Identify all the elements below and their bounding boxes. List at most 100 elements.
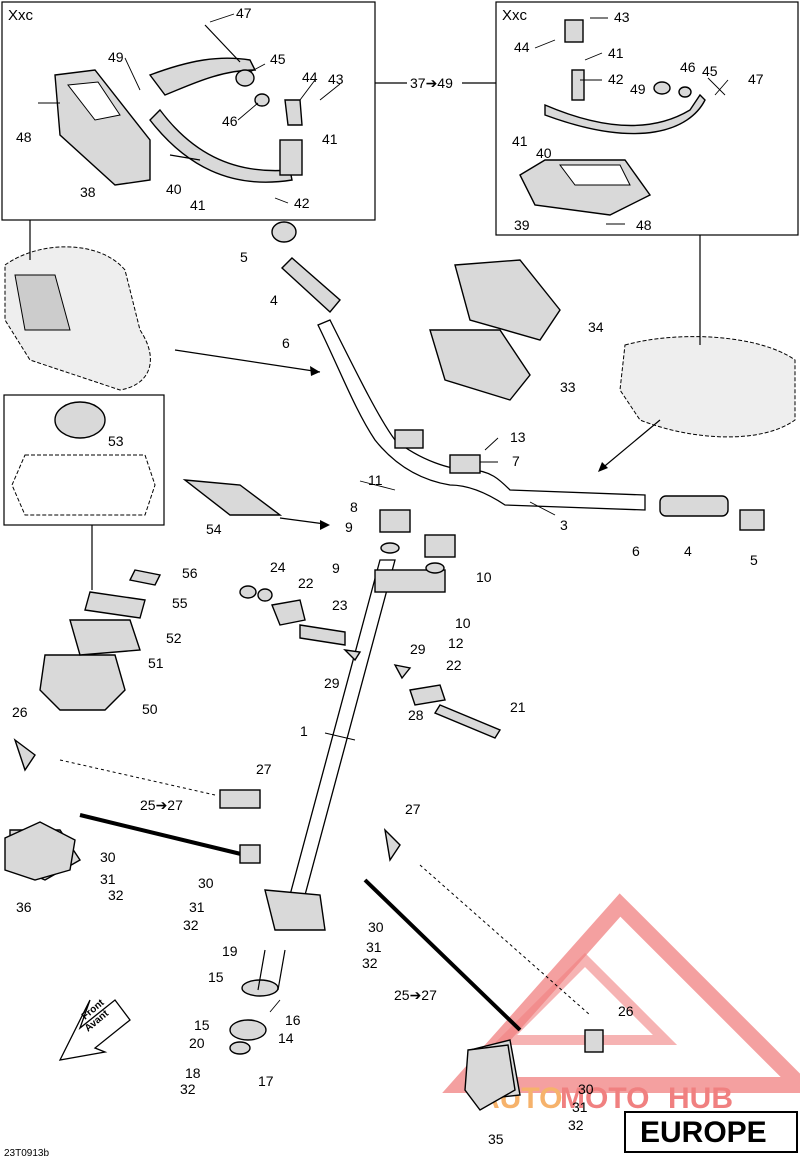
label-part-42: 42 <box>608 71 624 87</box>
label-part-47: 47 <box>236 5 252 21</box>
center-small-parts <box>239 585 502 739</box>
label-part-27: 27 <box>405 801 421 817</box>
label-part-1: 1 <box>300 723 308 739</box>
label-part-45: 45 <box>270 51 286 67</box>
label-part-29: 29 <box>410 641 426 657</box>
label-part-26: 26 <box>618 1003 634 1019</box>
label-part-18: 18 <box>185 1065 201 1081</box>
label-part-32: 32 <box>108 887 124 903</box>
label-part-21: 21 <box>510 699 526 715</box>
front-arrow-icon: Front Avant <box>58 997 131 1061</box>
label-part-23: 23 <box>332 597 348 613</box>
label-part-5: 5 <box>240 249 248 265</box>
label-part-31: 31 <box>366 939 382 955</box>
label-part-42: 42 <box>294 195 310 211</box>
gauge-box <box>3 394 165 526</box>
label-part-5: 5 <box>750 552 758 568</box>
label-part-53: 53 <box>108 433 124 449</box>
steering-knuckle-35 <box>464 1044 516 1111</box>
label-part-30: 30 <box>368 919 384 935</box>
label-part-22: 22 <box>446 657 462 673</box>
label-part-49: 49 <box>108 49 124 65</box>
label-part-15: 15 <box>208 969 224 985</box>
label-part-17: 17 <box>258 1073 274 1089</box>
handlebar-art <box>271 221 765 531</box>
label-part-45: 45 <box>702 63 718 79</box>
label-part-11: 11 <box>368 472 383 488</box>
handguard-left-art <box>54 24 303 186</box>
region-label: EUROPE <box>640 1116 767 1149</box>
label-part-3: 3 <box>560 517 568 533</box>
label-part-54: 54 <box>206 521 222 537</box>
label-part-48: 48 <box>636 217 652 233</box>
label-part-36: 36 <box>16 899 32 915</box>
tie-rod-upper <box>13 738 261 809</box>
label-part-41: 41 <box>608 45 624 61</box>
label-part-10: 10 <box>455 615 471 631</box>
label-part-44: 44 <box>302 69 318 85</box>
handguard-right-art <box>519 19 706 216</box>
region-badge <box>624 1111 798 1153</box>
label-part-56: 56 <box>182 565 198 581</box>
label-part-39: 39 <box>514 217 530 233</box>
label-part-55: 55 <box>172 595 188 611</box>
handguard-big-left <box>4 220 321 391</box>
label-part-27: 27 <box>256 761 272 777</box>
label-part-26: 26 <box>12 704 28 720</box>
gauge-art <box>11 401 330 711</box>
watermark-moto: MOTO <box>560 1082 649 1115</box>
diagram-code: 23T0913b <box>4 1148 49 1159</box>
label-part-34: 34 <box>588 319 604 335</box>
label-part-35: 35 <box>488 1131 504 1147</box>
label-part-41: 41 <box>512 133 528 149</box>
label-part-46: 46 <box>222 113 238 129</box>
label-part-30: 30 <box>100 849 116 865</box>
label-part-20: 20 <box>189 1035 205 1051</box>
watermark-hub: HUB <box>668 1082 733 1115</box>
handlebar-pads <box>429 259 561 401</box>
label-part-4: 4 <box>684 543 692 559</box>
label-part-7: 7 <box>512 453 520 469</box>
label-part-32: 32 <box>362 955 378 971</box>
label-part-10: 10 <box>476 569 492 585</box>
label-part-6: 6 <box>632 543 640 559</box>
label-part-48: 48 <box>16 129 32 145</box>
label-part-46: 46 <box>680 59 696 75</box>
label-part-41: 41 <box>190 197 206 213</box>
label-part-29: 29 <box>324 675 340 691</box>
label-part-14: 14 <box>278 1030 294 1046</box>
variant-label-left: Xxc <box>8 7 34 24</box>
label-part-4: 4 <box>270 292 278 308</box>
label-part-22: 22 <box>298 575 314 591</box>
label-part-32: 32 <box>183 917 199 933</box>
label-part-43: 43 <box>614 9 630 25</box>
label-part-40: 40 <box>166 181 182 197</box>
label-part-9: 9 <box>345 519 353 535</box>
label-part-30: 30 <box>198 875 214 891</box>
label-part-32: 32 <box>180 1081 196 1097</box>
label-part-16: 16 <box>285 1012 301 1028</box>
detail-box-right <box>495 1 799 236</box>
label-part-41: 41 <box>322 131 338 147</box>
leader-lines <box>38 13 729 1013</box>
label-part-19: 19 <box>222 943 238 959</box>
label-part-9: 9 <box>332 560 340 576</box>
label-part-51: 51 <box>148 655 164 671</box>
steering-knuckle-36 <box>4 821 76 881</box>
label-part-33: 33 <box>560 379 576 395</box>
label-part-49: 49 <box>630 81 646 97</box>
steering-column <box>229 429 481 1055</box>
label-part-38: 38 <box>80 184 96 200</box>
label-part-47: 47 <box>748 71 764 87</box>
variant-label-right: Xxc <box>502 7 528 24</box>
label-part-31: 31 <box>572 1099 588 1115</box>
label-part-28: 28 <box>408 707 424 723</box>
range-label: 37➔49 <box>410 75 453 91</box>
label-part-15: 15 <box>194 1017 210 1033</box>
label-part-31: 31 <box>100 871 116 887</box>
label-part-24: 24 <box>270 559 286 575</box>
label-part-25-27: 25➔27 <box>394 987 437 1003</box>
label-part-50: 50 <box>142 701 158 717</box>
